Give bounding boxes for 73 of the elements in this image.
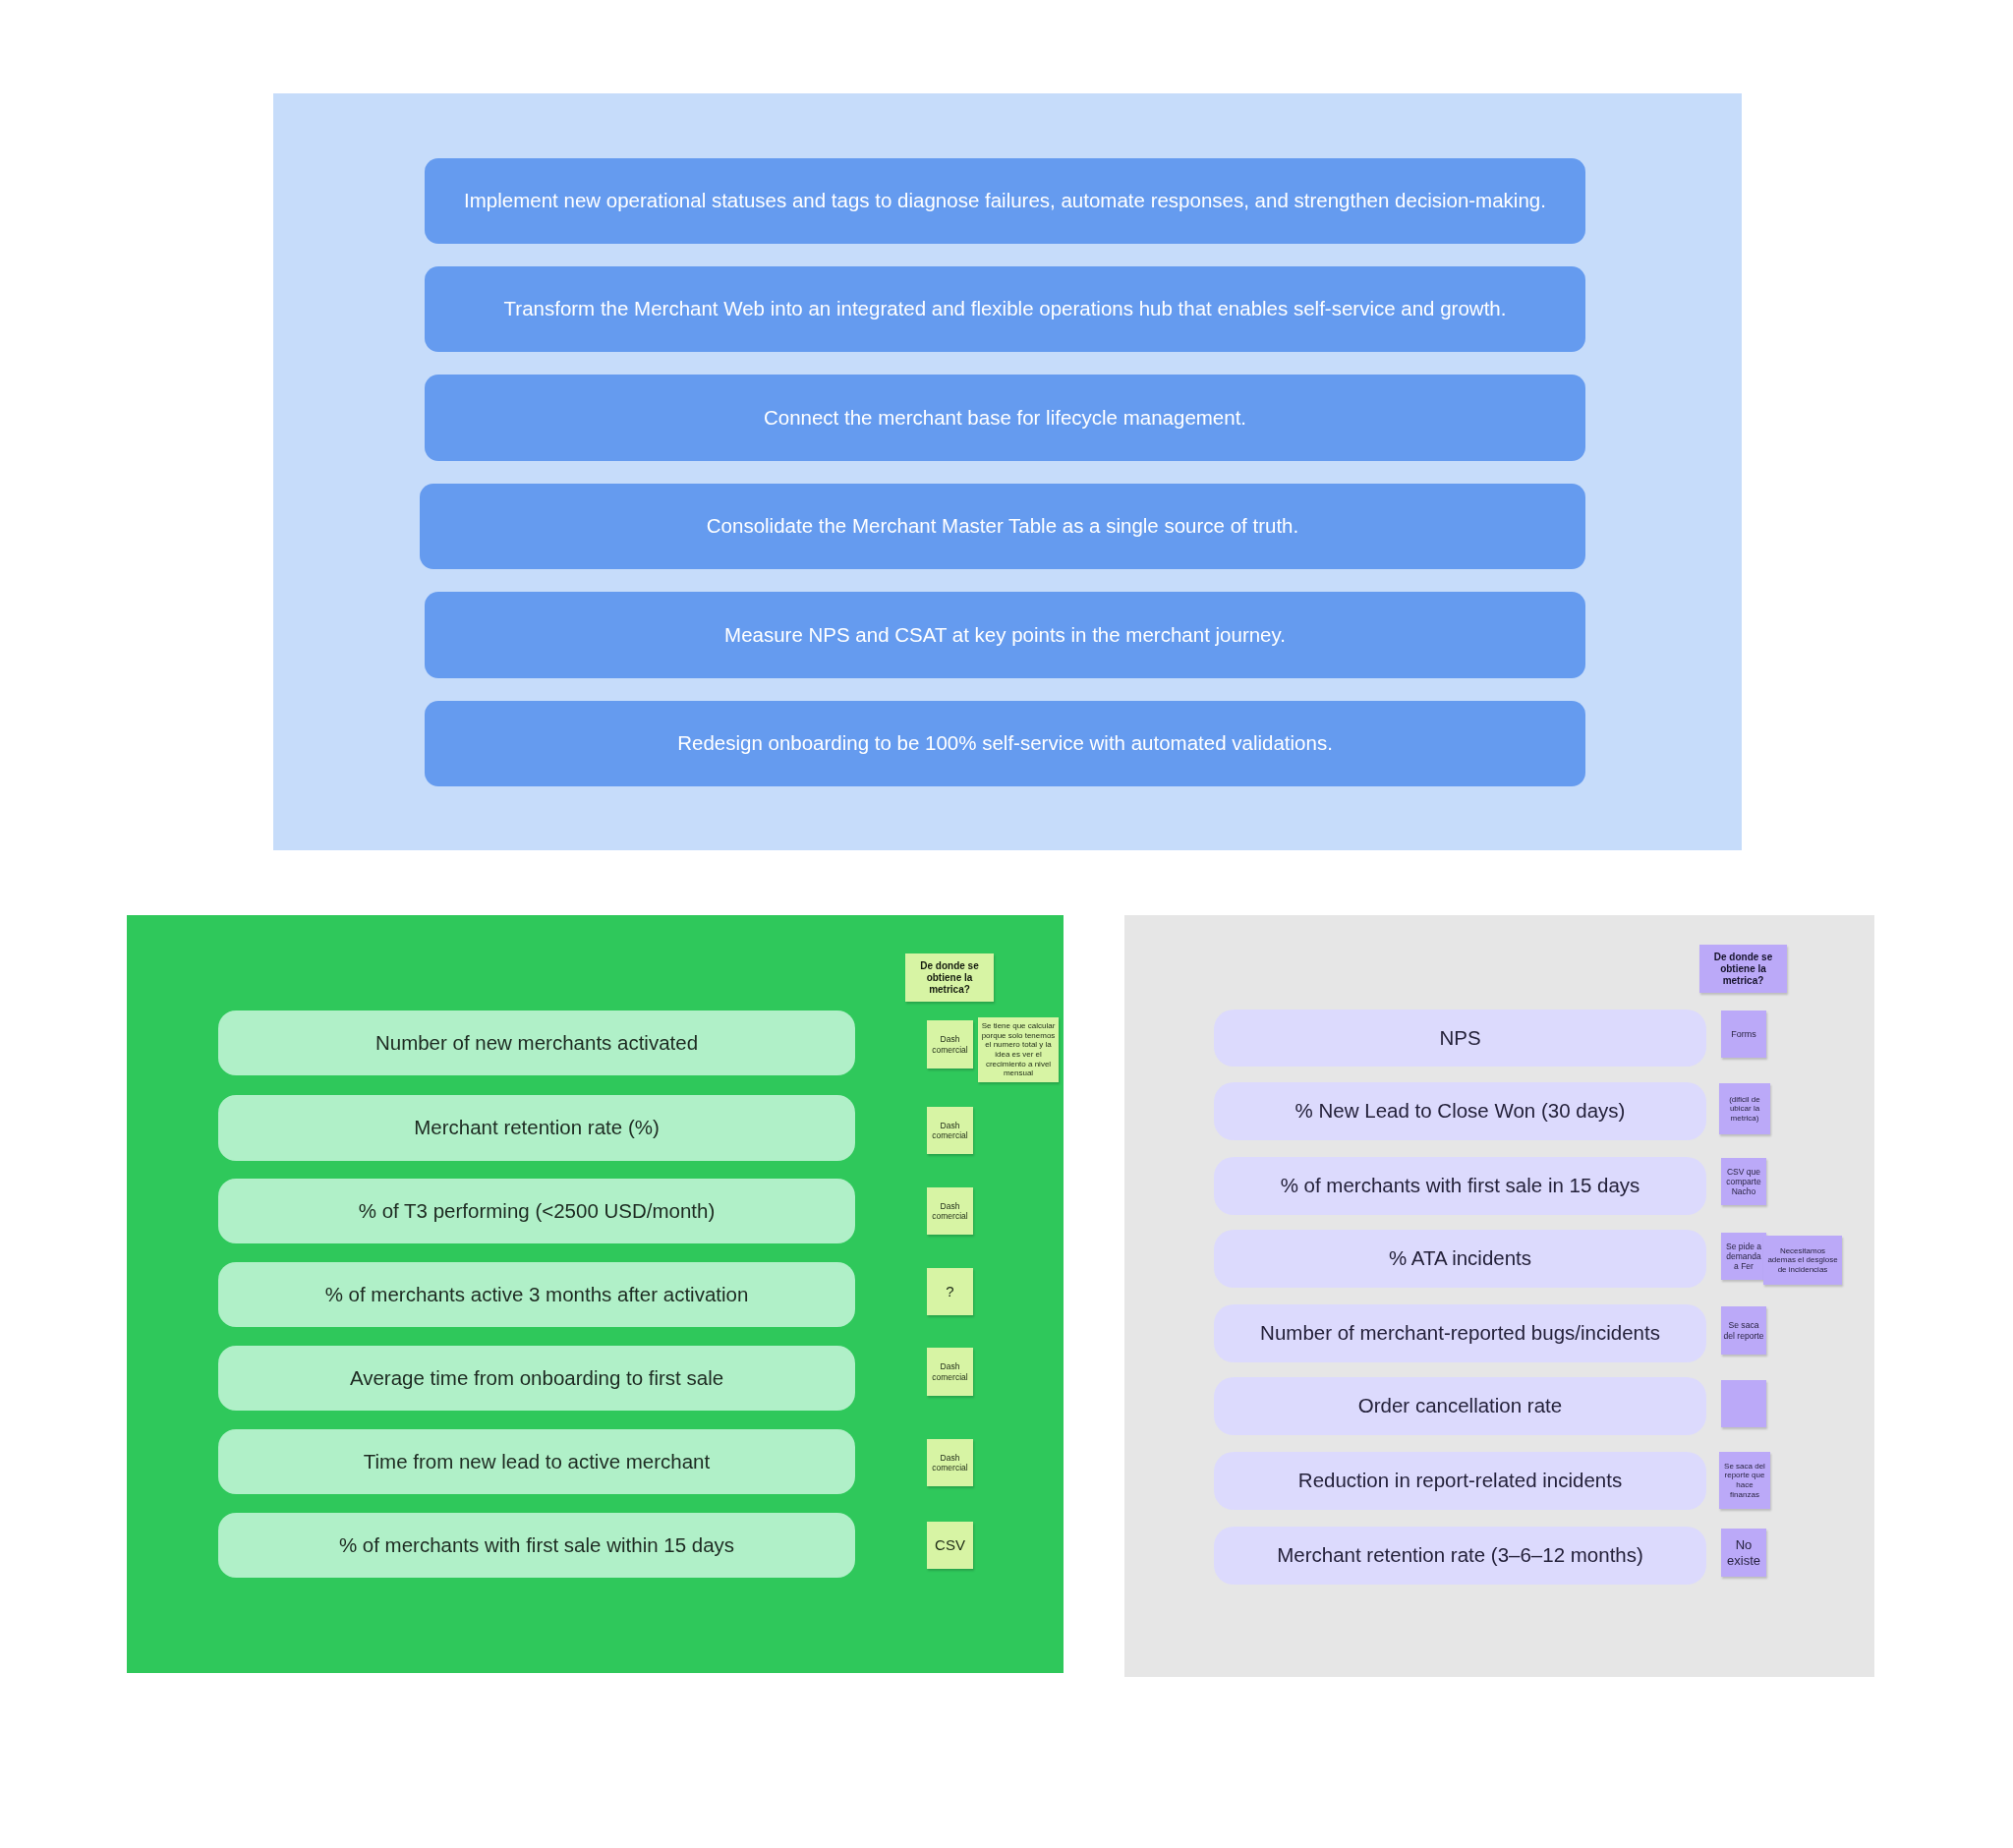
objective-box — [420, 484, 1585, 569]
objective-box — [425, 592, 1585, 678]
metric-label: % of merchants active 3 months after activation — [324, 1282, 749, 1307]
metric-label: Merchant retention rate (%) — [414, 1116, 660, 1140]
sticky-note — [927, 1348, 973, 1396]
sticky-note — [927, 1187, 973, 1235]
metric-label: % of T3 performing (<2500 USD/month) — [358, 1198, 716, 1224]
note-text: Dash comercial — [931, 1120, 969, 1141]
sticky-note — [927, 1268, 973, 1315]
metric-box — [218, 1095, 855, 1161]
sticky-note — [1763, 1236, 1842, 1285]
metric-label: Number of merchant-reported bugs/incidents — [1260, 1321, 1660, 1346]
metric-label: % ATA incidents — [1388, 1246, 1532, 1271]
metric-label: Average time from onboarding to first sale — [349, 1365, 724, 1391]
sticky-note — [927, 1522, 973, 1569]
note-text: Dash comercial — [931, 1361, 969, 1382]
objective-box — [425, 701, 1585, 786]
note-text: Se tiene que calcular porque solo tenemos el numero total y la idea es ver el crecimiento a nivel mensual — [980, 1021, 1057, 1078]
metric-box — [218, 1346, 855, 1411]
sticky-note — [927, 1020, 973, 1068]
note-text: Forms — [1731, 1028, 1756, 1040]
metric-label: % of merchants with first sale in 15 days — [1280, 1174, 1640, 1198]
note-heading: De donde se obtiene la metrica? — [1712, 951, 1774, 987]
objective-text: Consolidate the Merchant Master Table as a single source of truth. — [706, 514, 1299, 539]
note-text: ? — [946, 1283, 954, 1300]
note-text: Dash comercial — [931, 1034, 969, 1055]
metric-label: Order cancellation rate — [1357, 1394, 1563, 1418]
objective-text: Measure NPS and CSAT at key points in the merchant journey. — [724, 622, 1286, 648]
sticky-note — [1721, 1233, 1766, 1280]
note-text: Dash comercial — [931, 1452, 969, 1473]
metrics-panel — [1124, 915, 1874, 1677]
objective-text: Redesign onboarding to be 100% self-service with automated validations. — [677, 731, 1333, 756]
metric-label: % of merchants with first sale within 15 days — [338, 1532, 735, 1558]
objective-text: Implement new operational statuses and tags to diagnose failures, automate responses, and strengthen decision-making. — [464, 189, 1546, 213]
objective-box — [425, 266, 1585, 352]
objectives-panel — [273, 93, 1742, 850]
metric-box — [218, 1429, 855, 1494]
metric-label: Time from new lead to active merchant — [363, 1449, 711, 1474]
objective-box — [425, 158, 1585, 244]
metric-box — [218, 1179, 855, 1243]
note-text: Necesitamos ademas el desglose de incidencias — [1766, 1245, 1839, 1275]
sticky-note — [905, 953, 994, 1002]
sticky-note — [1719, 1083, 1770, 1134]
sticky-note — [1721, 1529, 1766, 1577]
sticky-note — [1721, 1306, 1766, 1355]
metric-box — [218, 1513, 855, 1578]
metric-label: NPS — [1439, 1025, 1481, 1051]
metrics-panel — [127, 915, 1064, 1673]
note-text: Se saca del reporte — [1723, 1320, 1764, 1341]
sticky-note — [927, 1107, 973, 1154]
note-text: No existe — [1726, 1536, 1761, 1569]
note-text: Se saca del reporte que hace finanzas — [1723, 1461, 1766, 1500]
metric-label: % New Lead to Close Won (30 days) — [1294, 1099, 1626, 1124]
note-text: Dash comercial — [931, 1200, 969, 1222]
sticky-note — [927, 1439, 973, 1486]
objective-text: Transform the Merchant Web into an integrated and flexible operations hub that enables self-service and growth. — [503, 297, 1507, 321]
objective-box — [425, 375, 1585, 461]
metric-box — [218, 1011, 855, 1075]
note-text: Se pide a demanda a Fer — [1725, 1241, 1762, 1272]
sticky-note — [1699, 945, 1787, 993]
metric-box — [218, 1262, 855, 1327]
sticky-note — [1719, 1452, 1770, 1509]
note-text: (dificil de ubicar la metrica) — [1728, 1094, 1761, 1124]
sticky-note — [1721, 1380, 1766, 1427]
metric-label: Reduction in report-related incidents — [1297, 1469, 1623, 1493]
metric-label: Number of new merchants activated — [374, 1030, 699, 1056]
note-text: CSV que comparte Nacho — [1725, 1166, 1762, 1197]
note-text: CSV — [935, 1536, 965, 1554]
sticky-note — [1721, 1158, 1766, 1205]
objective-text: Connect the merchant base for lifecycle management. — [763, 405, 1247, 431]
sticky-note — [1721, 1011, 1766, 1058]
metric-label: Merchant retention rate (3–6–12 months) — [1277, 1543, 1643, 1568]
note-heading: De donde se obtiene la metrica? — [919, 959, 980, 996]
